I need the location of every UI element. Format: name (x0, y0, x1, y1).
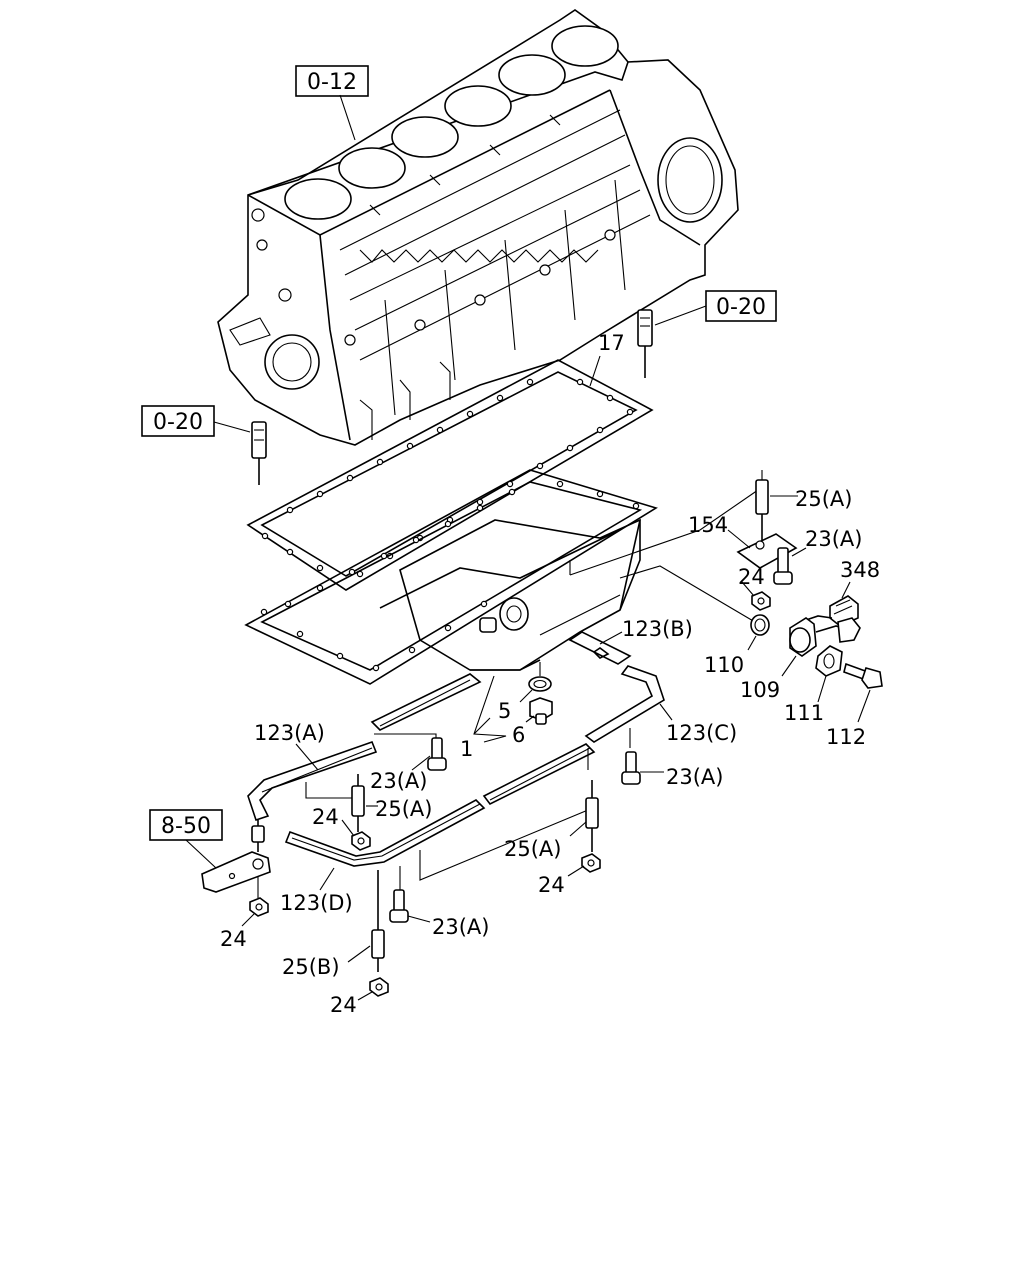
ref-stud-left-label: 0-20 (153, 410, 203, 435)
stud-left (251, 421, 267, 485)
leader-23a-mid (411, 755, 431, 771)
cylinder-block (217, 9, 739, 446)
leader-25a-right (569, 821, 587, 837)
label-123a: 123(A) (254, 721, 325, 745)
nut-24-bot (369, 977, 389, 997)
ref-stud-right-label: 0-20 (716, 295, 766, 320)
bolt-112 (843, 662, 883, 689)
leader-24-bot (357, 991, 373, 1001)
label-23a-mid: 23(A) (370, 769, 427, 793)
leader-154 (727, 529, 751, 549)
label-24-mid: 24 (312, 805, 339, 829)
leader-stud-left (213, 421, 251, 433)
label-154: 154 (688, 513, 728, 537)
bolt-23a-top (773, 547, 793, 585)
guide-lines (305, 733, 589, 881)
gasket-123b (568, 631, 632, 665)
bolt-23a-bot (389, 866, 409, 923)
oring-110 (750, 614, 770, 636)
leader-5 (519, 689, 533, 703)
leader-123a (295, 743, 319, 771)
nut-24-mid (351, 831, 371, 851)
leader-block (339, 94, 356, 141)
label-23a-top: 23(A) (805, 527, 862, 551)
leader-stud-right (654, 305, 707, 326)
bracket-8-50 (201, 820, 271, 893)
gasket-123-main (247, 673, 596, 867)
leader-23a-bot (407, 915, 431, 923)
bolt-23a-mid (427, 737, 447, 771)
stud-25a-mid (351, 774, 365, 832)
sensor-109 (789, 617, 861, 657)
leader-110 (747, 635, 757, 651)
drain-plug (528, 662, 553, 725)
label-17: 17 (598, 331, 625, 355)
oil-pan (244, 469, 658, 685)
ref-box-stud-left (141, 405, 215, 437)
leader-24-right (567, 865, 585, 877)
leader-123d (319, 867, 335, 891)
nut-24-top (751, 591, 771, 611)
label-24-left: 24 (220, 927, 247, 951)
label-123c: 123(C) (666, 721, 737, 745)
stud-25a-right (585, 780, 599, 852)
leader-6 (525, 715, 535, 723)
leader-pan-110 (569, 560, 761, 626)
leader-24-left (241, 913, 255, 927)
leader-17 (589, 355, 601, 387)
leader-23a-top (791, 547, 807, 557)
label-123b: 123(B) (622, 617, 693, 641)
leader-bracket (185, 839, 217, 869)
label-24-top: 24 (738, 565, 765, 589)
label-23a-right: 23(A) (666, 765, 723, 789)
label-348: 348 (840, 558, 880, 582)
label-112: 112 (826, 725, 866, 749)
leader-348 (841, 581, 851, 599)
leader-123b (599, 631, 623, 645)
bolt-23a-right (621, 728, 641, 785)
label-23a-bot: 23(A) (432, 915, 489, 939)
label-25a-right: 25(A) (504, 837, 561, 861)
bracket-154 (736, 533, 798, 569)
ref-box-stud-right (705, 290, 777, 322)
label-5: 5 (498, 699, 511, 723)
label-24-bot: 24 (330, 993, 357, 1017)
label-123d: 123(D) (280, 891, 353, 915)
ref-box-block (295, 65, 369, 97)
gasket-123c (584, 665, 665, 743)
label-25a-mid: 25(A) (375, 797, 432, 821)
leader-pan-sensor (569, 489, 759, 576)
label-25a-top: 25(A) (795, 487, 852, 511)
leader-25b (347, 945, 371, 963)
leader-24-mid (341, 819, 355, 837)
ref-bracket-label: 8-50 (161, 814, 211, 839)
label-109: 109 (740, 678, 780, 702)
leader-24-top (741, 581, 755, 597)
label-110: 110 (704, 653, 744, 677)
label-25b: 25(B) (282, 955, 340, 979)
label-24-right: 24 (538, 873, 565, 897)
leader-1 (473, 675, 507, 743)
label-111: 111 (784, 701, 824, 725)
nut-24-right (581, 853, 601, 873)
stud-25a-top (755, 470, 769, 540)
upper-gasket (246, 359, 654, 591)
nut-24-left (249, 876, 269, 917)
stud-25b (371, 870, 385, 972)
stud-right (637, 309, 653, 378)
label-6: 6 (512, 723, 525, 747)
label-1: 1 (460, 737, 473, 761)
leader-112 (857, 689, 871, 723)
leader-123c (659, 703, 673, 721)
leader-109 (781, 655, 797, 677)
ref-block-label: 0-12 (307, 70, 357, 95)
clamp-111 (815, 645, 843, 677)
leader-111 (817, 675, 827, 703)
